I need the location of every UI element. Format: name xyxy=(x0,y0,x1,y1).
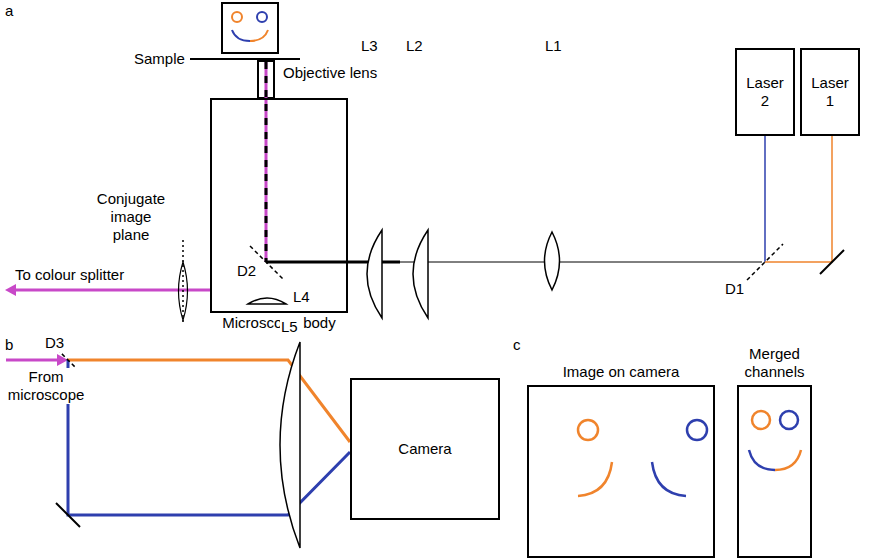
lens-l1 xyxy=(545,232,560,290)
excitation-beam xyxy=(265,62,268,262)
smile-blue xyxy=(652,462,686,496)
orange-eye xyxy=(752,411,770,429)
box-label: Laser 2 xyxy=(742,74,788,110)
part-label: L2 xyxy=(405,37,424,55)
blue-eye xyxy=(780,411,798,429)
tube-lens xyxy=(248,298,286,304)
emission-beam xyxy=(265,62,268,262)
box-heading: Image on camera xyxy=(529,363,713,381)
part-label: To colour splitter xyxy=(14,266,125,284)
image-plane xyxy=(182,240,184,325)
lens-l5 xyxy=(280,342,300,548)
lens-l3 xyxy=(367,230,382,318)
smile-orange xyxy=(775,450,801,470)
part-label: Sample xyxy=(133,50,186,68)
blue-eye xyxy=(687,420,707,440)
relay-lens xyxy=(179,262,188,320)
part-label: D3 xyxy=(44,334,65,352)
part-label: D2 xyxy=(236,262,257,280)
orange-eye xyxy=(578,420,598,440)
blue-eye xyxy=(257,12,267,22)
mirror xyxy=(56,503,80,527)
part-label: From microscope xyxy=(4,368,88,404)
orange-eye xyxy=(232,12,242,22)
blue-channel xyxy=(68,360,350,515)
laser-box: Laser 2 xyxy=(735,48,795,136)
image-frame: Image on camera xyxy=(527,385,715,558)
smile-orange xyxy=(578,462,612,496)
orange-channel xyxy=(68,360,350,442)
laser-box: Laser 1 xyxy=(800,48,860,136)
laser1-beam xyxy=(765,136,832,262)
part-label: L4 xyxy=(292,288,311,306)
camera-box: Camera xyxy=(350,378,500,520)
arrow-head xyxy=(5,284,16,296)
image-frame: Merged channels xyxy=(737,385,812,558)
smile-blue xyxy=(749,450,775,470)
panel-letter: c xyxy=(512,336,522,354)
part-label: L3 xyxy=(360,37,379,55)
box-heading: Microscope body xyxy=(212,314,346,332)
part-label: L1 xyxy=(544,37,563,55)
microscope-body: Microscope body xyxy=(210,98,348,313)
box-label: Camera xyxy=(398,440,451,458)
panel-letter: a xyxy=(4,2,14,20)
dichroic-mirror xyxy=(747,244,783,280)
mirror xyxy=(820,250,844,274)
arrow-head xyxy=(57,354,68,366)
output-beam xyxy=(14,289,210,292)
box-heading: Merged channels xyxy=(739,345,810,381)
sample-image xyxy=(222,3,278,53)
part-label: L5 xyxy=(280,318,299,336)
panel-letter: b xyxy=(4,336,14,354)
laser2-beam xyxy=(764,136,766,262)
lens-l2 xyxy=(413,230,428,318)
sample-plane xyxy=(190,58,300,60)
laser-beam xyxy=(400,262,762,263)
smile-orange xyxy=(250,30,268,41)
part-label: Objective lens xyxy=(282,64,378,82)
smile-blue xyxy=(232,30,250,41)
box-label: Laser 1 xyxy=(807,74,853,110)
input-beam xyxy=(6,359,58,362)
part-label: Conjugate image plane xyxy=(92,190,170,244)
part-label: D1 xyxy=(724,280,745,298)
